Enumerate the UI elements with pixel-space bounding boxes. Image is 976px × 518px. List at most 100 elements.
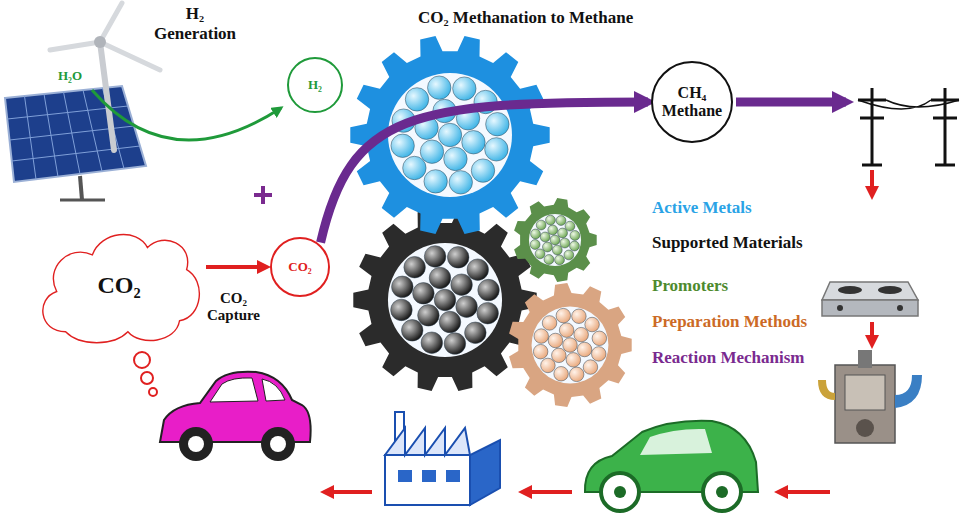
catalyst-particle (444, 333, 466, 355)
gas-stove (822, 282, 918, 300)
green-car (640, 429, 712, 455)
catalyst-particle (439, 311, 461, 333)
node-text-group: CO₂ (288, 260, 311, 275)
gear-hole (529, 214, 581, 266)
gas-engine (895, 375, 922, 408)
gas-stove (897, 305, 903, 311)
catalyst-particle (534, 329, 549, 344)
pink-car (160, 372, 311, 461)
power-pylon (858, 100, 959, 109)
catalyst-particle (533, 344, 548, 359)
diagram-title: CO₂ Methanation to Methane (418, 8, 633, 28)
factory (446, 470, 460, 482)
green-car (703, 473, 741, 511)
solar-panel (7, 88, 140, 179)
catalyst-particle (577, 342, 592, 357)
gas-stove (838, 286, 862, 294)
cloud-outline (43, 235, 200, 343)
solar-panel (5, 86, 146, 200)
catalyst-particle (560, 238, 570, 248)
node-text: H₂ (308, 78, 322, 93)
catalyst-particle (536, 220, 546, 230)
thought-bubbles (141, 372, 153, 384)
edge-label: CO₂ Capture (198, 290, 270, 324)
catalyst-particle (563, 338, 578, 353)
power-pylon (862, 164, 882, 167)
pink-car (261, 427, 295, 461)
catalyst-particle (552, 348, 567, 363)
catalyst-particle (418, 305, 440, 327)
h2-circle: H₂ (287, 57, 343, 113)
catalyst-particle (564, 250, 574, 260)
gear-hole (388, 243, 502, 357)
category-label: Reaction Mechanism (652, 348, 805, 368)
catalyst-particle (403, 156, 426, 179)
catalyst-particle (548, 333, 563, 348)
pink-car (210, 378, 258, 402)
catalyst-particle (566, 353, 581, 368)
flow-arrows (324, 490, 372, 494)
catalyst-particle (565, 221, 575, 231)
catalyst-particle (556, 308, 571, 323)
gas-stove (822, 282, 918, 316)
node-text-group: H₂ (308, 78, 322, 93)
thought-bubbles (134, 352, 157, 396)
catalyst-particle (574, 327, 589, 342)
flow-arrows (778, 490, 830, 494)
node-text-group: CH₄Methane (662, 84, 722, 121)
flow-arrows (522, 490, 572, 494)
gas-engine (858, 350, 872, 368)
gear (353, 209, 536, 391)
catalyst-particle (467, 259, 489, 281)
catalyst-particle (424, 246, 446, 268)
catalyst-particle (530, 240, 540, 250)
process-arrow (321, 102, 648, 242)
thought-bubbles (134, 352, 150, 368)
factory (385, 412, 500, 505)
catalyst-particle (428, 76, 451, 99)
category-label: Preparation Methods (652, 312, 807, 332)
catalyst-particle (544, 255, 554, 265)
node-text: Methane (662, 102, 722, 120)
catalyst-particle (556, 216, 566, 226)
catalyst-particle (585, 317, 600, 332)
node-text: CH₄ (662, 84, 722, 102)
catalyst-particle (391, 299, 413, 321)
catalyst-particle (449, 171, 472, 194)
catalyst-particle (447, 247, 469, 269)
node-text-group: CO₂ (97, 272, 140, 300)
solar-panel (60, 199, 105, 202)
pink-car (188, 436, 204, 452)
factory (470, 440, 500, 505)
catalyst-particle (558, 228, 568, 238)
catalyst-particle (592, 347, 607, 362)
catalyst-particle (465, 322, 487, 344)
green-car (585, 421, 758, 511)
catalyst-particle (478, 279, 500, 301)
thought-bubbles (149, 388, 157, 396)
catalyst-particle (444, 147, 467, 170)
category-label: Promoters (652, 276, 728, 296)
catalyst-particle (404, 256, 426, 278)
catalyst-particle (451, 274, 473, 296)
generation-label: H₂ Generation (150, 4, 240, 44)
catalyst-particle (462, 131, 485, 154)
wind-turbine (50, 3, 160, 150)
co2-circle: CO₂ (270, 237, 330, 297)
catalyst-particle (456, 296, 478, 318)
catalyst-particle (546, 215, 556, 225)
catalyst-particle (583, 360, 598, 375)
plus-sign (261, 186, 265, 204)
pink-car (179, 427, 213, 461)
catalyst-particle (570, 241, 580, 251)
catalyst-particle (434, 289, 456, 311)
factory (398, 470, 412, 482)
catalyst-particle (429, 267, 451, 289)
methane-circle: CH₄Methane (651, 61, 733, 143)
catalyst-particle (535, 249, 545, 259)
catalyst-particle (401, 320, 423, 342)
catalyst-particle (421, 332, 443, 354)
catalyst-particle (540, 232, 550, 242)
gas-engine (818, 380, 835, 400)
